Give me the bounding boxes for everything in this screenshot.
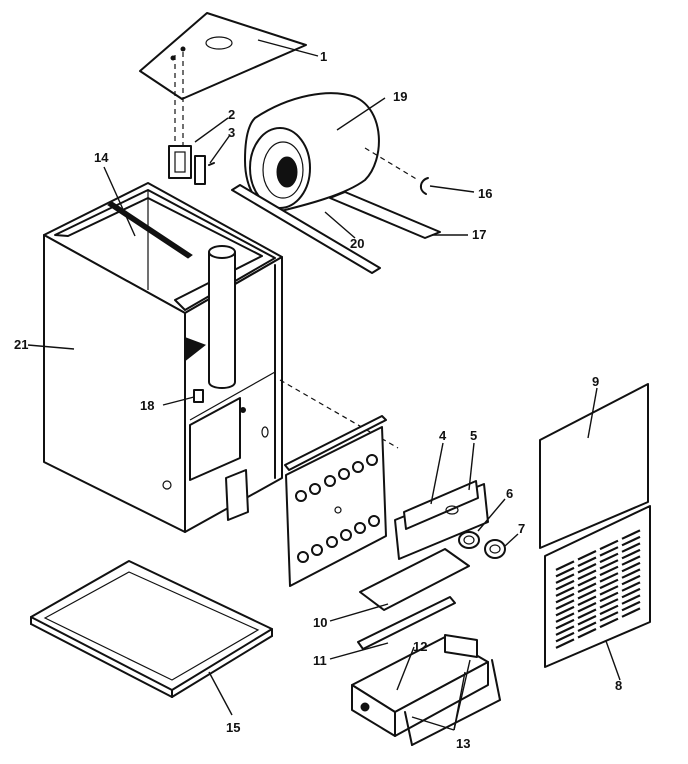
louver-slat — [621, 600, 641, 612]
heat-exchanger-panel-part — [284, 415, 387, 587]
louver-slat — [621, 574, 641, 586]
louver-slat — [555, 631, 575, 643]
callout-9: 9 — [592, 374, 599, 389]
callout-14: 14 — [94, 150, 109, 165]
louver-slat — [555, 625, 575, 636]
louver-slat — [621, 581, 641, 592]
callout-20: 20 — [350, 236, 364, 251]
lower-bracket-part — [225, 469, 249, 521]
louver-slat — [621, 529, 641, 540]
cap-part — [484, 539, 506, 559]
callout-15: 15 — [226, 720, 240, 735]
callout-13: 13 — [456, 736, 470, 751]
callout-3: 3 — [228, 125, 235, 140]
louver-slat — [599, 604, 619, 616]
louver-slat — [555, 612, 575, 623]
callout-11: 11 — [313, 653, 327, 668]
ring-part — [458, 531, 480, 549]
callout-5: 5 — [470, 428, 477, 443]
blower-slide-part — [329, 191, 441, 239]
louver-slat — [555, 579, 575, 591]
manifold-bracket-part — [357, 596, 456, 650]
louver-slat — [621, 607, 641, 618]
callout-21: 21 — [14, 337, 28, 352]
callout-16: 16 — [478, 186, 492, 201]
louver-slat — [599, 565, 619, 577]
callout-8: 8 — [615, 678, 622, 693]
louver-slat — [621, 555, 641, 566]
callout-17: 17 — [472, 227, 486, 242]
louver-slat — [577, 595, 597, 606]
louver-slat — [577, 550, 597, 561]
louver-slat — [599, 611, 619, 622]
louver-slat — [621, 568, 641, 579]
louver-slat — [555, 566, 575, 578]
manifold-plate-part — [359, 548, 470, 611]
louver-slat — [599, 591, 619, 603]
louver-slat — [577, 589, 597, 600]
louver-slat — [555, 560, 575, 571]
louver-slat — [577, 602, 597, 613]
louver-slat — [577, 563, 597, 574]
louver-slat — [555, 586, 575, 597]
flue-pipe-part — [193, 245, 236, 403]
callout-19: 19 — [393, 89, 407, 104]
louver-slat — [621, 542, 641, 553]
top-plate-part — [139, 12, 307, 100]
callout-4: 4 — [439, 428, 447, 443]
louver-slat — [577, 576, 597, 587]
louver-slat — [621, 548, 641, 560]
louver-slat — [577, 582, 597, 593]
louver-slat — [577, 556, 597, 567]
callout-10: 10 — [313, 615, 327, 630]
louver-slat — [599, 598, 619, 609]
louver-slat — [555, 573, 575, 584]
louver-slat — [599, 552, 619, 564]
base-pan-part — [30, 560, 273, 698]
louver-slat — [555, 618, 575, 630]
louver-slat — [577, 569, 597, 580]
louver-slat — [555, 599, 575, 610]
callout-12: 12 — [413, 639, 427, 654]
louver-slat — [599, 585, 619, 596]
blower-housing-part — [244, 92, 380, 212]
callout-1: 1 — [320, 49, 327, 64]
louver-slat — [599, 546, 619, 557]
mounting-bracket-part — [168, 145, 215, 185]
louver-slat — [555, 592, 575, 604]
callout-2: 2 — [228, 107, 235, 122]
louver-slat — [621, 594, 641, 605]
blower-rail-part — [231, 184, 381, 274]
louver-slat — [577, 608, 597, 619]
louver-slat — [621, 587, 641, 599]
louver-slat — [599, 617, 619, 629]
louvered-door-part — [544, 505, 651, 668]
louver-slat — [555, 605, 575, 617]
louver-slat — [577, 621, 597, 632]
callout-18: 18 — [140, 398, 154, 413]
door-louvers — [555, 529, 641, 649]
upper-door-part — [539, 383, 649, 549]
leader-lines — [27, 39, 621, 731]
louver-slat — [621, 535, 641, 547]
louver-slat — [599, 539, 619, 551]
louver-slat — [621, 561, 641, 573]
burner-manifold-part — [394, 480, 489, 560]
louver-slat — [577, 628, 597, 639]
louver-slat — [555, 638, 575, 649]
louver-slat — [599, 578, 619, 590]
louver-slat — [599, 572, 619, 583]
callout-7: 7 — [518, 521, 525, 536]
clip-part — [420, 177, 429, 195]
callout-6: 6 — [506, 486, 513, 501]
louver-slat — [599, 559, 619, 570]
callout-labels: 1 2 3 19 16 17 20 14 21 18 4 5 6 7 9 8 1… — [14, 49, 622, 751]
louver-slat — [577, 615, 597, 626]
